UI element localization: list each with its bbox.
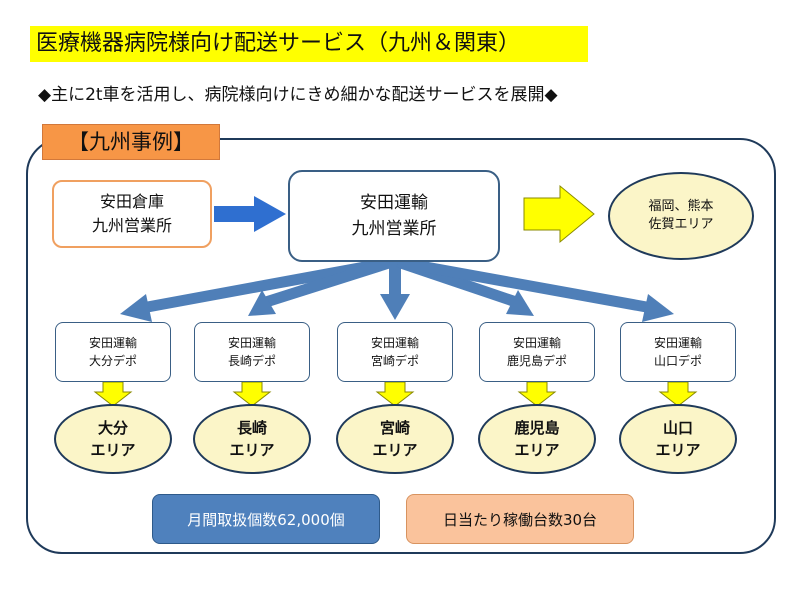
depot-company: 安田運輸 <box>370 336 419 350</box>
page-title: 医療機器病院様向け配送サービス（九州＆関東） <box>30 26 588 62</box>
area-oita: 大分 エリア <box>54 404 172 474</box>
monthly-volume-text: 月間取扱個数62,000個 <box>187 510 345 529</box>
depot-name: 長崎デポ <box>227 354 276 368</box>
warehouse-to-hub-arrow <box>214 196 286 232</box>
depot-company: 安田運輸 <box>88 336 137 350</box>
depot-name: 宮崎デポ <box>370 354 419 368</box>
area-nagasaki: 長崎 エリア <box>193 404 311 474</box>
arrow-to-nagasaki <box>264 256 394 308</box>
arrow-to-yamaguchi <box>397 256 653 314</box>
down-arrow-nagasaki <box>232 381 272 407</box>
daily-trucks-text: 日当たり稼働台数30台 <box>442 510 598 529</box>
case-frame <box>26 138 776 554</box>
depot-company: 安田運輸 <box>653 336 702 350</box>
depot-oita: 安田運輸 大分デポ <box>55 322 171 382</box>
down-arrow-yamaguchi <box>658 381 698 407</box>
destination-line2: 佐賀エリア <box>648 217 714 232</box>
hub-to-depot-arrows <box>120 256 674 322</box>
arrowhead-oita <box>120 294 152 322</box>
hub-to-destination-arrow <box>523 184 595 244</box>
warehouse-box: 安田倉庫 九州営業所 <box>52 180 212 248</box>
destination-area: 福岡、熊本 佐賀エリア <box>608 172 754 260</box>
depot-to-area-arrows <box>93 381 698 407</box>
area-suffix: エリア <box>372 441 418 459</box>
daily-trucks-stat: 日当たり稼働台数30台 <box>406 494 634 544</box>
area-suffix: エリア <box>90 441 136 459</box>
page-subtitle: ◆主に2t車を活用し、病院様向けにきめ細かな配送サービスを展開◆ <box>38 85 558 105</box>
monthly-volume-stat: 月間取扱個数62,000個 <box>152 494 380 544</box>
area-suffix: エリア <box>514 441 560 459</box>
area-suffix: エリア <box>655 441 701 459</box>
destination-line1: 福岡、熊本 <box>648 199 714 214</box>
down-arrow-oita <box>93 381 133 407</box>
area-yamaguchi: 山口 エリア <box>619 404 737 474</box>
warehouse-name: 安田倉庫 <box>99 192 164 211</box>
hub-name: 安田運輸 <box>360 193 428 213</box>
area-name: 宮崎 <box>379 419 410 437</box>
depot-yamaguchi: 安田運輸 山口デポ <box>620 322 736 382</box>
depot-name: 山口デポ <box>653 354 702 368</box>
area-miyazaki: 宮崎 エリア <box>336 404 454 474</box>
depot-miyazaki: 安田運輸 宮崎デポ <box>337 322 453 382</box>
warehouse-office: 九州営業所 <box>91 216 172 235</box>
depot-company: 安田運輸 <box>227 336 276 350</box>
depot-name: 大分デポ <box>88 354 137 368</box>
area-suffix: エリア <box>229 441 275 459</box>
case-label: 【九州事例】 <box>42 124 220 160</box>
arrowhead-miyazaki <box>380 294 410 320</box>
depot-kagoshima: 安田運輸 鹿児島デポ <box>479 322 595 382</box>
arrowhead-yamaguchi <box>642 294 674 322</box>
area-name: 山口 <box>662 419 693 437</box>
hub-box: 安田運輸 九州営業所 <box>288 170 500 262</box>
arrowhead-nagasaki <box>248 290 276 316</box>
depot-company: 安田運輸 <box>512 336 561 350</box>
down-arrow-miyazaki <box>375 381 415 407</box>
hub-office: 九州営業所 <box>351 219 437 239</box>
depot-nagasaki: 安田運輸 長崎デポ <box>194 322 310 382</box>
area-kagoshima: 鹿児島 エリア <box>478 404 596 474</box>
area-name: 大分 <box>97 419 128 437</box>
depot-name: 鹿児島デポ <box>506 354 567 368</box>
area-name: 鹿児島 <box>514 419 560 437</box>
area-name: 長崎 <box>236 419 267 437</box>
arrowhead-kagoshima <box>506 290 534 316</box>
down-arrow-kagoshima <box>517 381 557 407</box>
